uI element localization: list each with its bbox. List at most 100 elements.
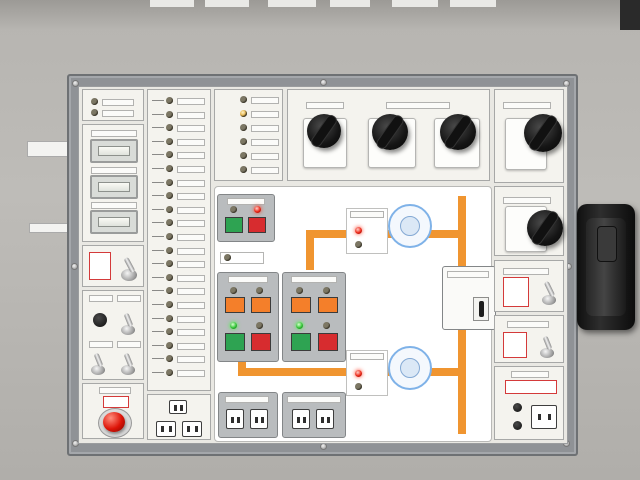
feeder-open-button[interactable]	[251, 333, 271, 351]
frequency-meter-1-window	[98, 217, 130, 227]
push-left-tag-2	[89, 341, 113, 348]
commercial-open-button[interactable]	[318, 333, 338, 351]
breaker-state-lamp	[240, 138, 247, 145]
commercial-feeder-tag	[291, 276, 337, 283]
alarm-lamp	[166, 219, 173, 226]
feeder-close-button[interactable]	[225, 333, 245, 351]
selector-toggle-card	[82, 245, 144, 287]
alarm-lamp-tag	[177, 261, 205, 268]
emergency-stop-button[interactable]	[103, 412, 125, 432]
frame-screw-ml	[71, 263, 78, 270]
generator-breaker-lamp-off	[230, 206, 237, 213]
generator-feeder-tag	[228, 276, 268, 283]
commercial-feeder-lamp-1	[296, 287, 303, 294]
alarm-lamp	[166, 233, 173, 240]
feeder-lamp-1	[230, 287, 237, 294]
breaker-state-lamp-tag	[251, 139, 279, 146]
reset-button-1[interactable]	[513, 403, 522, 412]
manual-close-box-2	[282, 392, 346, 438]
alarm-lamp-leader	[152, 222, 164, 223]
generator-running-indicator	[220, 252, 264, 264]
auto-manual-tag	[503, 102, 551, 109]
heater-tag	[507, 321, 549, 328]
transfer-switch-lever[interactable]	[479, 301, 484, 317]
feeder-orange-button-2[interactable]	[251, 297, 271, 313]
generator-breaker-close-button[interactable]	[225, 217, 243, 233]
alarm-lamp-tag	[177, 343, 205, 350]
alarm-lamp-tag	[177, 302, 205, 309]
manual-close-box-1	[218, 392, 278, 438]
upper-breaker-symbol-core	[400, 216, 420, 236]
alarm-lamp-leader	[152, 100, 164, 101]
push-right-tag	[117, 295, 141, 302]
alarm-lamp-tag	[177, 98, 205, 105]
manual-socket-1b[interactable]	[250, 409, 268, 429]
alarm-lamp	[166, 206, 173, 213]
meter-card	[82, 124, 144, 242]
commercial-close-button[interactable]	[291, 333, 311, 351]
lower-breaker-symbol	[388, 346, 432, 390]
top-wall-tag-2	[205, 0, 249, 7]
generator-running-lamp	[224, 254, 231, 261]
auto-start-warning-label	[503, 277, 529, 307]
lower-breaker-indicator	[346, 350, 388, 396]
generator-breaker-box	[217, 194, 275, 242]
status-lamp-2-tag	[102, 110, 134, 117]
door-handle-icon[interactable]	[577, 204, 635, 330]
heater-warning-label	[503, 332, 527, 358]
status-lamp-1	[91, 98, 98, 105]
alarm-lamp-tag	[177, 139, 205, 146]
door-handle-lock	[597, 226, 617, 262]
test-socket-top[interactable]	[169, 400, 187, 414]
generator-selector-knob[interactable]	[307, 114, 341, 148]
breaker-state-lamp-tag	[251, 125, 279, 132]
generator-feeder-box	[217, 272, 279, 362]
auto-manual-selector-knob[interactable]	[524, 114, 562, 152]
transfer-switch-tag	[447, 271, 489, 278]
upper-breaker-indicator	[346, 208, 388, 254]
auto-start-tag	[503, 268, 549, 275]
frequency-meter-1	[90, 210, 138, 234]
commercial-feeder-box	[282, 272, 346, 362]
alarm-lamp-tag	[177, 220, 205, 227]
alarm-lamp-leader	[152, 345, 164, 346]
alarm-lamp	[166, 355, 173, 362]
alarm-lamp-leader	[152, 114, 164, 115]
test-socket-bottom-right[interactable]	[182, 421, 202, 437]
manual-socket-1a[interactable]	[226, 409, 244, 429]
alarm-lamp-leader	[152, 209, 164, 210]
alarm-lamp	[166, 138, 173, 145]
wall-notice-lower	[29, 223, 71, 233]
emergency-stop-warning-label	[103, 396, 129, 408]
alarm-lamp-leader	[152, 182, 164, 183]
reset-tag	[511, 371, 549, 378]
alarm-lamp	[166, 328, 173, 335]
alarm-lamp	[166, 151, 173, 158]
alarm-lamp-leader	[152, 154, 164, 155]
reset-button-2[interactable]	[513, 421, 522, 430]
black-pushbutton[interactable]	[93, 313, 107, 327]
manual-socket-2b[interactable]	[316, 409, 334, 429]
alarm-lamp	[166, 192, 173, 199]
alarm-lamp-leader	[152, 318, 164, 319]
alarm-lamp-leader	[152, 236, 164, 237]
alarm-lamp-leader	[152, 277, 164, 278]
commercial-orange-button-2[interactable]	[318, 297, 338, 313]
breaker-state-lamp	[240, 124, 247, 131]
operation-mode-selector-knob[interactable]	[527, 210, 563, 246]
feeder-orange-button-1[interactable]	[225, 297, 245, 313]
generator-breaker-open-button[interactable]	[248, 217, 266, 233]
commercial-orange-button-1[interactable]	[291, 297, 311, 313]
alarm-lamp	[166, 260, 173, 267]
transfer-switch-box	[442, 266, 496, 330]
test-socket-bottom-left[interactable]	[156, 421, 176, 437]
status-lamp-2	[91, 109, 98, 116]
alarm-lamp	[166, 247, 173, 254]
test-socket-card	[147, 394, 211, 440]
reset-socket[interactable]	[531, 405, 557, 429]
breaker-state-lamp-tag	[251, 153, 279, 160]
commercial-selector-knob-1[interactable]	[372, 114, 408, 150]
commercial-selector-knob-2[interactable]	[440, 114, 476, 150]
alarm-lamp-tag	[177, 152, 205, 159]
manual-socket-2a[interactable]	[292, 409, 310, 429]
